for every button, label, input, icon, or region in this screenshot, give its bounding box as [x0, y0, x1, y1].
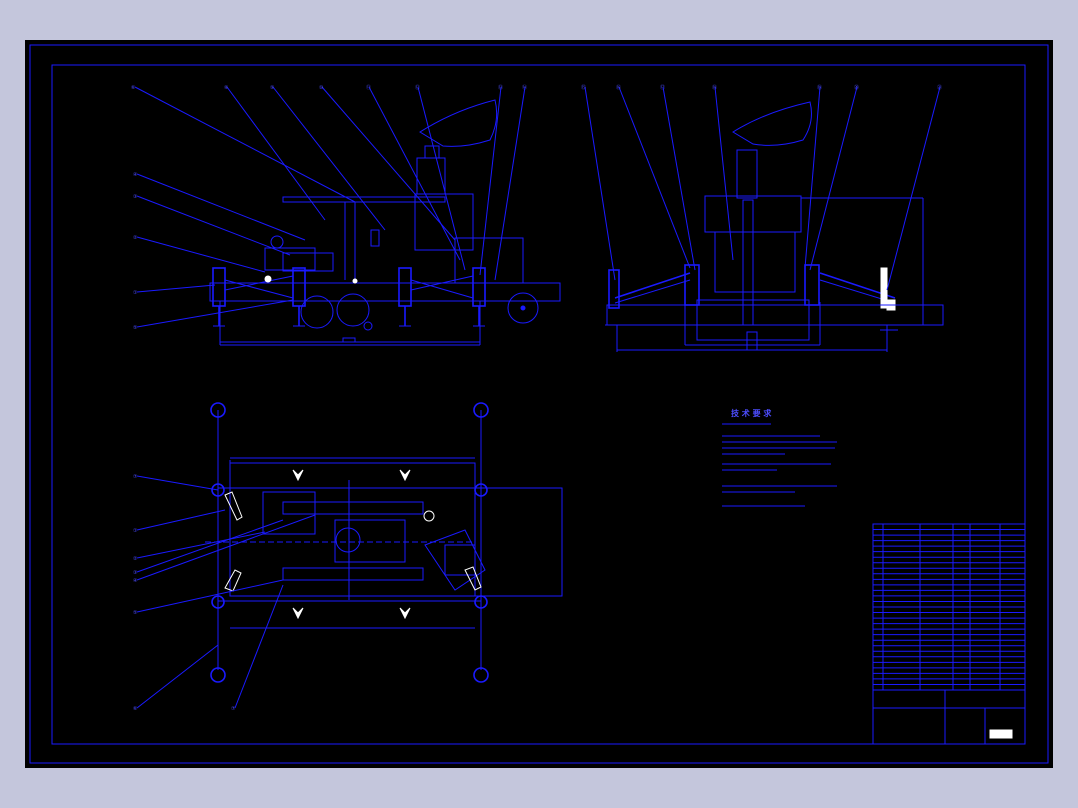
svg-text:①: ①	[133, 528, 138, 534]
plan-view: ⑦ ① ② ③ ④ ⑤ ⑥ ⑦	[133, 402, 563, 712]
title-block	[872, 523, 1026, 745]
front-view: ⑥ ⑧ ⑨ ⑩ ⑪ ⑫ ⑬ ⑭ ④ ③ ② ① ⑤	[131, 84, 561, 346]
svg-text:⑥: ⑥	[131, 85, 136, 91]
svg-text:③: ③	[133, 570, 137, 576]
svg-text:④: ④	[133, 578, 138, 584]
svg-text:①: ①	[133, 290, 138, 296]
svg-text:⑭: ⑭	[522, 84, 527, 91]
outer-frame	[29, 44, 1049, 764]
svg-text:⑤: ⑤	[133, 610, 137, 616]
svg-text:⑪: ⑪	[366, 84, 371, 91]
svg-text:⑦: ⑦	[231, 706, 236, 712]
drawing-sheet: ⑥ ⑧ ⑨ ⑩ ⑪ ⑫ ⑬ ⑭ ④ ③ ② ① ⑤	[25, 40, 1053, 768]
svg-text:⑰: ⑰	[660, 84, 665, 91]
svg-text:⑲: ⑲	[817, 84, 822, 91]
svg-text:③: ③	[133, 194, 137, 200]
svg-text:⑱: ⑱	[712, 84, 717, 91]
technical-notes: 技 术 要 求	[722, 408, 837, 507]
svg-text:⑬: ⑬	[498, 84, 503, 91]
svg-text:④: ④	[133, 172, 138, 178]
svg-text:⑯: ⑯	[616, 84, 621, 91]
notes-heading: 技 术 要 求	[731, 408, 772, 418]
svg-text:⑦: ⑦	[133, 474, 138, 480]
svg-text:⑧: ⑧	[224, 85, 229, 91]
side-view: ⑮ ⑯ ⑰ ⑱ ⑲ ⑳ ㉑	[581, 84, 944, 352]
svg-text:⑤: ⑤	[133, 325, 137, 331]
svg-text:⑩: ⑩	[319, 85, 324, 91]
svg-text:⑥: ⑥	[133, 706, 138, 712]
svg-text:②: ②	[133, 556, 138, 562]
svg-text:⑨: ⑨	[270, 85, 274, 91]
cad-drawing: ⑥ ⑧ ⑨ ⑩ ⑪ ⑫ ⑬ ⑭ ④ ③ ② ① ⑤	[29, 44, 1049, 764]
svg-text:⑫: ⑫	[415, 84, 420, 91]
svg-text:②: ②	[133, 235, 138, 241]
svg-text:⑳: ⑳	[854, 84, 859, 91]
svg-text:⑮: ⑮	[581, 84, 586, 91]
inner-frame	[51, 64, 1026, 745]
svg-text:㉑: ㉑	[937, 84, 942, 91]
